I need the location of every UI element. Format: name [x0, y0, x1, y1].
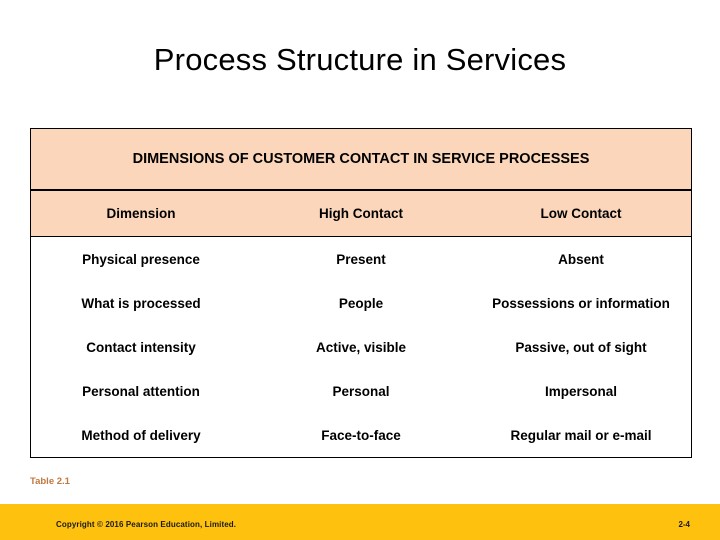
column-header-high-contact: High Contact — [251, 190, 471, 237]
footer-bar — [0, 504, 720, 540]
cell-high-contact: Personal — [251, 369, 471, 413]
cell-high-contact: Face-to-face — [251, 413, 471, 457]
cell-high-contact: Active, visible — [251, 325, 471, 369]
table-banner-row: DIMENSIONS OF CUSTOMER CONTACT IN SERVIC… — [31, 129, 691, 191]
cell-low-contact: Possessions or information — [471, 281, 691, 325]
table-row: Physical presence Present Absent — [31, 236, 691, 281]
table-banner-cell: DIMENSIONS OF CUSTOMER CONTACT IN SERVIC… — [31, 129, 691, 191]
table-row: Method of delivery Face-to-face Regular … — [31, 413, 691, 457]
cell-low-contact: Passive, out of sight — [471, 325, 691, 369]
cell-low-contact: Regular mail or e-mail — [471, 413, 691, 457]
cell-dimension: What is processed — [31, 281, 251, 325]
cell-dimension: Contact intensity — [31, 325, 251, 369]
page-title: Process Structure in Services — [153, 42, 567, 77]
cell-dimension: Physical presence — [31, 236, 251, 281]
cell-low-contact: Impersonal — [471, 369, 691, 413]
column-header-dimension: Dimension — [31, 190, 251, 237]
table-row: What is processed People Possessions or … — [31, 281, 691, 325]
cell-high-contact: Present — [251, 236, 471, 281]
footer-copyright: Copyright © 2016 Pearson Education, Limi… — [56, 520, 237, 529]
footer-page-number: 2-4 — [678, 520, 690, 529]
table-caption: Table 2.1 — [30, 476, 70, 487]
cell-high-contact: People — [251, 281, 471, 325]
contact-dimensions-table: DIMENSIONS OF CUSTOMER CONTACT IN SERVIC… — [30, 128, 692, 458]
table-header-row: Dimension High Contact Low Contact — [31, 190, 691, 237]
cell-dimension: Personal attention — [31, 369, 251, 413]
cell-low-contact: Absent — [471, 236, 691, 281]
column-header-low-contact: Low Contact — [471, 190, 691, 237]
table-row: Personal attention Personal Impersonal — [31, 369, 691, 413]
table-row: Contact intensity Active, visible Passiv… — [31, 325, 691, 369]
cell-dimension: Method of delivery — [31, 413, 251, 457]
